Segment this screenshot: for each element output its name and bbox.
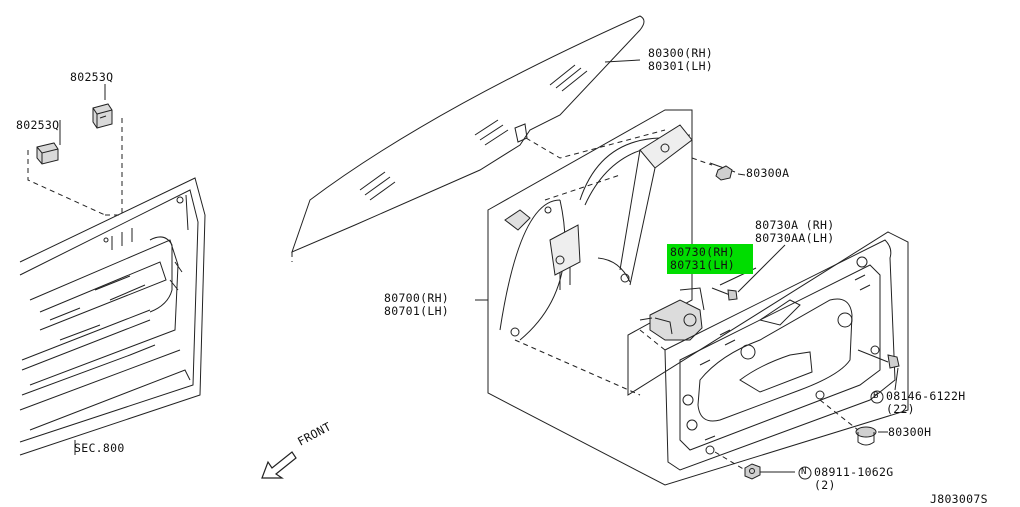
- label-80731-lh: 80731(LH): [670, 258, 736, 272]
- label-08911-qty: (2): [814, 478, 836, 492]
- highlight-80730: 80730(RH) 80731(LH): [667, 244, 753, 274]
- label-80730a-rh: 80730A (RH): [755, 218, 835, 232]
- leader-screw-80730a: [737, 244, 786, 293]
- nut-prefix-circle: [798, 466, 812, 480]
- diagram-reference: J803007S: [930, 492, 988, 506]
- label-08911: 08911-1062G: [814, 465, 894, 479]
- clip-80253q-lower: [36, 142, 59, 165]
- door-module-panel: [664, 239, 896, 471]
- label-80301-lh: 80301(LH): [648, 59, 714, 73]
- bolt-prefix: B: [873, 391, 879, 401]
- label-80730aa-lh: 80730AA(LH): [755, 231, 835, 245]
- label-80300-rh: 80300(RH): [648, 46, 714, 60]
- leader-bolt: [894, 367, 899, 391]
- label-80730-rh: 80730(RH): [670, 245, 736, 259]
- label-80701-lh: 80701(LH): [384, 304, 450, 318]
- window-motor: [639, 287, 705, 341]
- bolt-08146: [857, 349, 900, 369]
- nut-prefix: N: [801, 467, 807, 477]
- regulator-frame-box: [487, 109, 909, 486]
- label-08146: 08146-6122H: [886, 389, 966, 403]
- regulator-mechanism: [499, 124, 693, 341]
- nut-08911: [744, 463, 761, 480]
- screw-80300a: [709, 162, 746, 181]
- label-08146-qty: (22): [886, 402, 915, 416]
- label-80700-rh: 80700(RH): [384, 291, 450, 305]
- glass-leaders: [291, 129, 666, 262]
- clip-80253q-upper: [92, 103, 113, 129]
- leader-glass: [604, 59, 641, 63]
- regulator-leaders: [514, 174, 641, 396]
- front-arrow-icon: [261, 451, 297, 479]
- label-80300a: 80300A: [746, 166, 790, 180]
- grommet-80300h: [855, 426, 877, 446]
- label-80253q-lower: 80253Q: [16, 118, 60, 132]
- door-panel-shape: [19, 177, 206, 456]
- door-glass-shape: [291, 15, 645, 253]
- label-80300h: 80300H: [888, 425, 932, 439]
- clip-leaders: [27, 118, 123, 216]
- label-sec800: SEC.800: [74, 441, 125, 455]
- bolt-prefix-circle: [870, 390, 884, 404]
- screw-80730a: [711, 287, 738, 301]
- label-80253q-upper: 80253Q: [70, 70, 114, 84]
